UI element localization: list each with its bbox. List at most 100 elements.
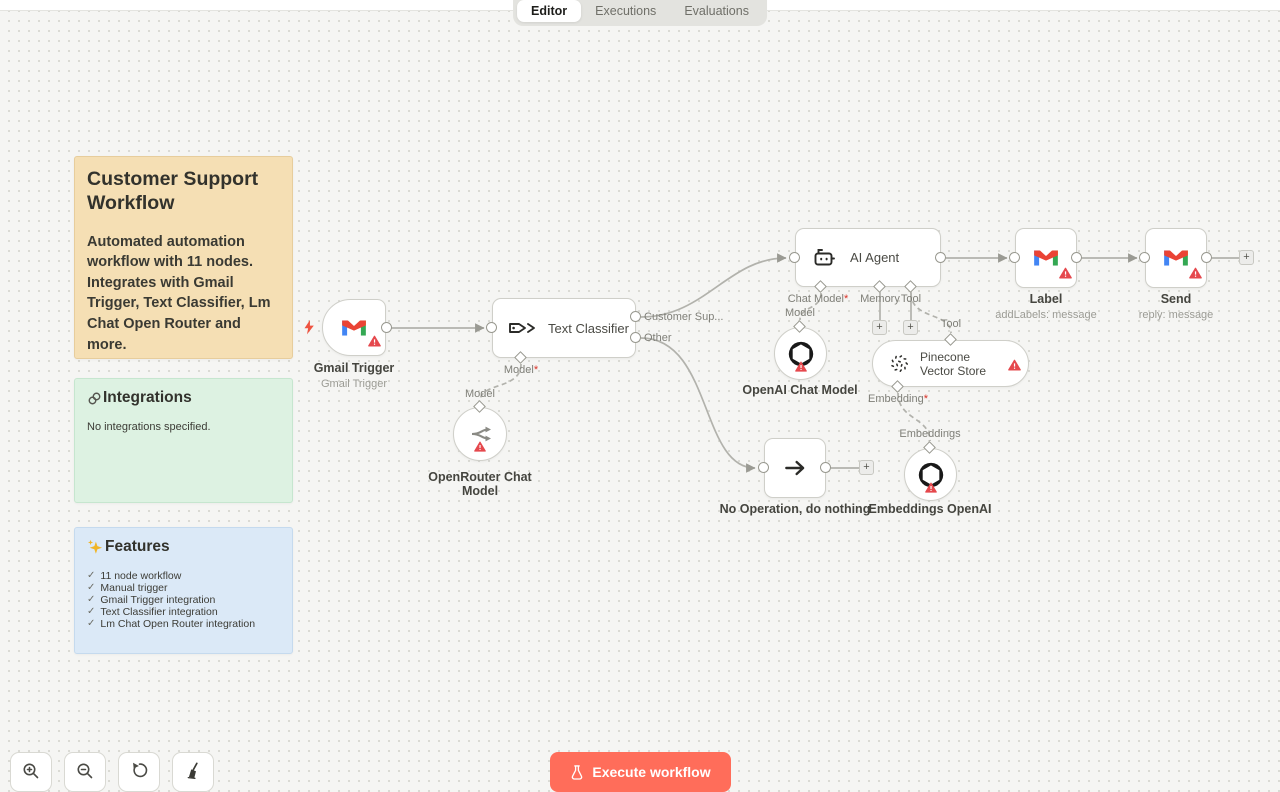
output-handle[interactable] [630, 332, 641, 343]
node-no-operation[interactable] [764, 438, 826, 498]
output-handle[interactable] [935, 252, 946, 263]
gmail-label-label: Label addLabels: message [995, 292, 1097, 321]
warning-icon [1189, 266, 1202, 284]
add-memory-button[interactable]: + [872, 320, 887, 335]
edge-classifier-aiagent[interactable] [640, 253, 787, 318]
output-handle[interactable] [381, 322, 392, 333]
output-label-other: Other [644, 332, 672, 344]
undo-icon [130, 761, 149, 783]
tidy-up-button[interactable] [172, 752, 214, 792]
output-handle[interactable] [1201, 252, 1212, 263]
node-gmail-send[interactable] [1145, 228, 1207, 288]
output-handle[interactable] [1071, 252, 1082, 263]
tab-executions[interactable]: Executions [595, 4, 657, 18]
feature-item: ✓Lm Chat Open Router integration [87, 618, 256, 630]
input-handle[interactable] [1139, 252, 1150, 263]
node-ai-agent[interactable]: AI Agent [795, 228, 941, 287]
edge-classifier-noop[interactable] [640, 337, 756, 473]
node-gmail-label[interactable] [1015, 228, 1077, 288]
edge-pinecone-embeddings[interactable] [897, 392, 931, 442]
node-embeddings-openai[interactable] [904, 448, 957, 501]
edge-aiagent-pinecone[interactable] [910, 292, 952, 334]
sticky-overview-title: Customer Support Workflow [87, 168, 259, 215]
sticky-note-overview[interactable]: Customer Support Workflow Automated auto… [74, 156, 293, 359]
zoom-in-button[interactable] [10, 752, 52, 792]
port-label-memory: Memory [860, 293, 900, 305]
view-tabs: Editor Executions Evaluations [513, 0, 767, 26]
warning-icon [794, 359, 807, 377]
pinecone-icon [888, 352, 911, 375]
gmail-trigger-label: Gmail Trigger Gmail Trigger [313, 361, 395, 390]
add-node-after-send-button[interactable]: + [1239, 250, 1254, 265]
node-gmail-trigger[interactable] [322, 299, 386, 356]
port-label-embedding: Embedding* [868, 393, 928, 405]
edge-aiagent-openaichat[interactable] [799, 292, 822, 321]
output-handle[interactable] [630, 311, 641, 322]
add-node-after-noop-button[interactable]: + [859, 460, 874, 475]
sticky-features-title: Features [105, 538, 170, 555]
input-handle[interactable] [1009, 252, 1020, 263]
gmail-send-label: Send reply: message [1138, 292, 1214, 321]
openai-icon [775, 328, 826, 379]
node-text-classifier[interactable]: Text Classifier [492, 298, 636, 358]
edge-classifier-openrouter[interactable] [479, 363, 522, 402]
port-label-pinecone-tool: Tool [940, 318, 962, 330]
port-label-classifier-model: Model* [503, 364, 539, 376]
warning-icon [924, 480, 937, 498]
gmail-icon [1016, 229, 1076, 287]
input-handle[interactable] [758, 462, 769, 473]
openrouter-label: OpenRouter Chat Model [428, 470, 532, 498]
node-openrouter-chat-model[interactable] [453, 407, 507, 461]
sticky-integrations-body: No integrations specified. [87, 421, 211, 433]
output-handle[interactable] [820, 462, 831, 473]
ai-agent-title: AI Agent [850, 250, 900, 265]
output-label-customer-support: Customer Sup... [644, 311, 724, 323]
arrow-right-icon [765, 439, 825, 497]
link-icon [87, 391, 102, 406]
node-openai-chat-model[interactable] [774, 327, 827, 380]
warning-icon [1008, 358, 1021, 376]
gmail-icon [1146, 229, 1206, 287]
warning-icon [368, 334, 381, 352]
tab-evaluations[interactable]: Evaluations [684, 4, 749, 18]
feature-list: ✓11 node workflow ✓Manual trigger ✓Gmail… [87, 570, 280, 630]
tab-editor[interactable]: Editor [517, 0, 582, 22]
zoom-out-button[interactable] [64, 752, 106, 792]
port-label-chat-model: Chat Model* [787, 293, 849, 305]
embeddings-openai-label: Embeddings OpenAI [868, 502, 992, 516]
port-label-embeddings: Embeddings [899, 428, 961, 440]
zoom-in-icon [22, 762, 40, 783]
input-handle[interactable] [789, 252, 800, 263]
tidy-up-icon [184, 761, 203, 783]
zoom-out-icon [76, 762, 94, 783]
port-label-tool: Tool [900, 293, 922, 305]
feature-item: ✓11 node workflow [87, 570, 182, 582]
port-label-openai-model: Model [785, 307, 815, 319]
sticky-note-integrations[interactable]: Integrations No integrations specified. [74, 378, 293, 503]
sticky-overview-body: Automated automation workflow with 11 no… [87, 233, 271, 353]
openai-chat-label: OpenAI Chat Model [742, 383, 858, 397]
execute-workflow-button[interactable]: Execute workflow [550, 752, 731, 792]
add-tool-button[interactable]: + [903, 320, 918, 335]
warning-icon [474, 439, 486, 457]
feature-item: ✓Manual trigger [87, 582, 168, 594]
port-label-openrouter-model: Model [465, 388, 495, 400]
feature-item: ✓Gmail Trigger integration [87, 594, 216, 606]
gmail-icon [323, 300, 385, 355]
text-classifier-title: Text Classifier [548, 320, 629, 336]
lightning-icon [303, 320, 315, 340]
feature-item: ✓Text Classifier integration [87, 606, 218, 618]
flask-icon [570, 764, 584, 781]
sticky-integrations-title: Integrations [103, 389, 192, 406]
input-handle[interactable] [486, 322, 497, 333]
sticky-note-features[interactable]: Features ✓11 node workflow ✓Manual trigg… [74, 527, 293, 654]
undo-button[interactable] [118, 752, 160, 792]
pinecone-title: Pinecone Vector Store [920, 349, 987, 378]
sparkles-icon [87, 539, 103, 555]
warning-icon [1059, 266, 1072, 284]
node-pinecone-vector-store[interactable]: Pinecone Vector Store [872, 340, 1029, 387]
tags-icon [508, 318, 536, 338]
robot-icon [811, 247, 837, 268]
openrouter-icon [454, 408, 506, 460]
